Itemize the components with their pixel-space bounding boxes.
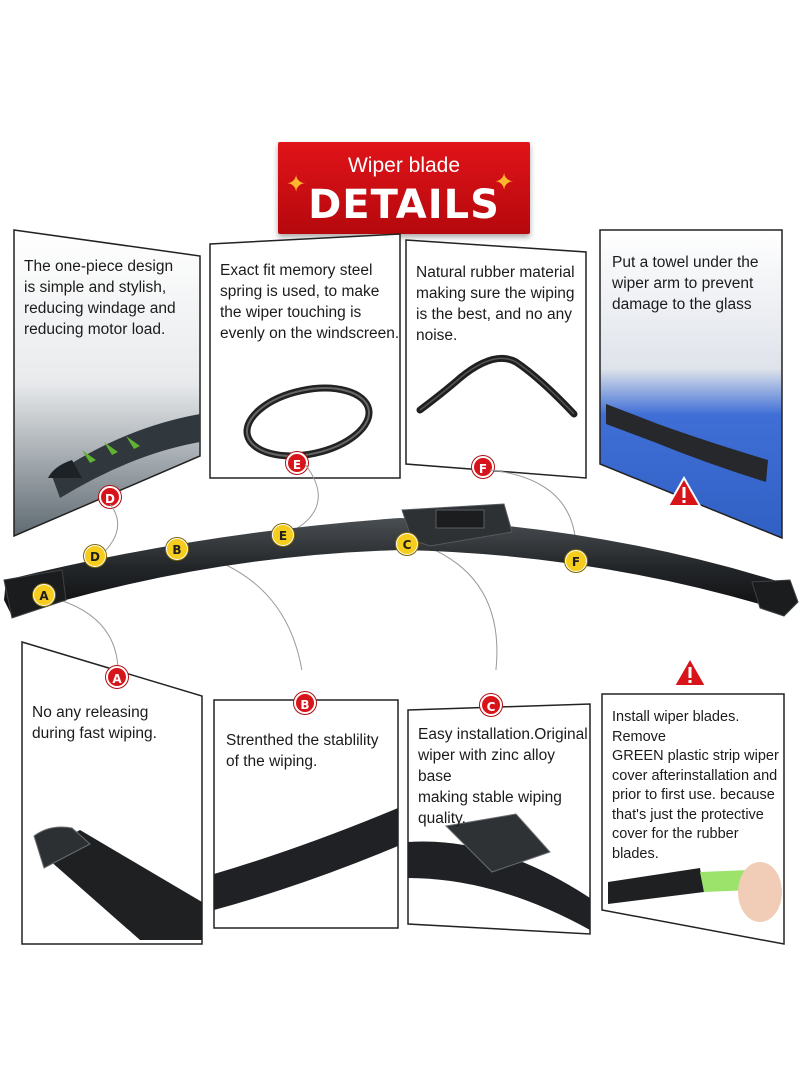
title-banner: Wiper blade DETAILS <box>278 142 530 234</box>
card-text: The one-piece design is simple and styli… <box>24 258 176 338</box>
card-frame <box>21 640 203 945</box>
badge-a-bottom: A <box>106 666 128 688</box>
card-frame <box>407 703 591 935</box>
card-text: Exact fit memory steel spring is used, t… <box>220 262 400 342</box>
card-text: Install wiper blades. Remove GREEN plast… <box>612 709 779 862</box>
card-easy-installation: Easy installation.Original wiper with zi… <box>406 694 592 936</box>
card-text: Easy installation.Original wiper with zi… <box>418 726 588 827</box>
badge-d-top: D <box>99 486 121 508</box>
badge-c-bottom: C <box>480 694 502 716</box>
card-one-piece-design: The one-piece design is simple and styli… <box>12 228 202 538</box>
badge-e-top: E <box>286 452 308 474</box>
card-frame <box>405 239 587 479</box>
card-natural-rubber: Natural rubber material making sure the … <box>404 238 588 480</box>
blade-badge-a: A <box>33 584 55 606</box>
card-frame <box>209 233 401 479</box>
card-frame <box>13 229 201 538</box>
card-frame <box>601 693 785 945</box>
blade-badge-f: F <box>565 550 587 572</box>
badge-b-bottom: B <box>294 692 316 714</box>
banner-subtitle: Wiper blade <box>347 154 461 177</box>
spark-right-icon: ✦ <box>494 168 515 196</box>
wiper-blade-illustration <box>3 463 799 670</box>
blade-badge-b: B <box>166 538 188 560</box>
card-text: Put a towel under the wiper arm to preve… <box>612 254 759 313</box>
blade-badge-d: D <box>84 545 106 567</box>
card-towel-tip: Put a towel under the wiper arm to preve… <box>598 228 784 540</box>
blade-badge-e: E <box>272 524 294 546</box>
card-remove-green-strip: Install wiper blades. Remove GREEN plast… <box>600 692 786 946</box>
warning-triangle-icon <box>672 656 708 687</box>
card-text: No any releasing during fast wiping. <box>32 704 157 742</box>
spark-left-icon: ✦ <box>286 170 307 198</box>
card-text: Natural rubber material making sure the … <box>416 264 575 344</box>
card-text: Strenthed the stablility of the wiping. <box>226 732 379 770</box>
card-frame <box>599 229 783 540</box>
warning-triangle-icon <box>666 476 702 507</box>
blade-badge-c: C <box>396 533 418 555</box>
card-frame <box>213 699 399 929</box>
badge-f-top: F <box>472 456 494 478</box>
card-steel-spring: Exact fit memory steel spring is used, t… <box>208 232 402 480</box>
card-no-releasing: No any releasing during fast wiping. A <box>20 640 204 946</box>
banner-title: DETAILS <box>308 182 500 228</box>
card-stability: Strenthed the stablility of the wiping. … <box>212 692 400 930</box>
